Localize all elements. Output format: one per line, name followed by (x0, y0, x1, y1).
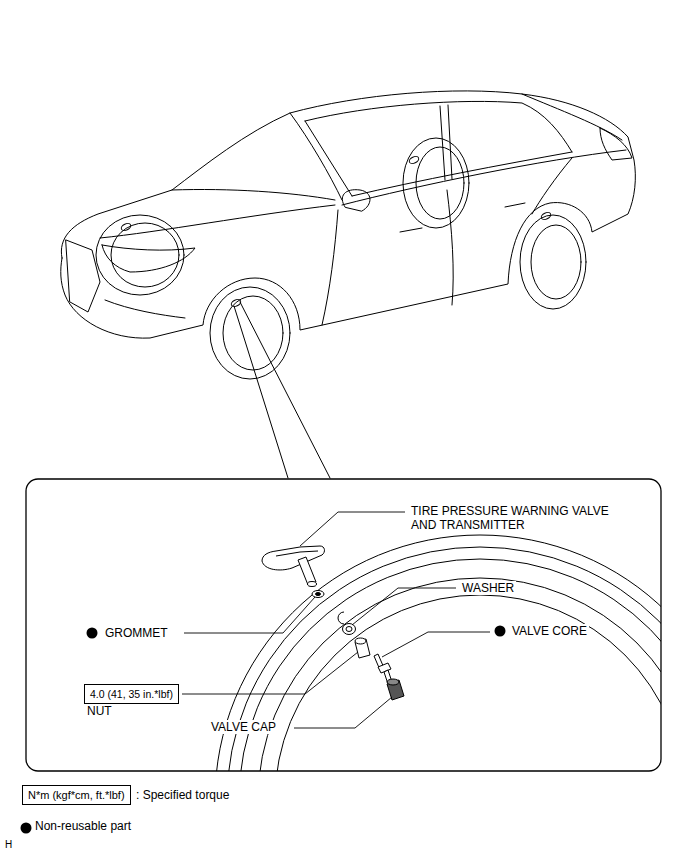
valve-parts-part (387, 680, 404, 700)
car-drawing-part (305, 101, 572, 152)
valve-parts-part (355, 638, 366, 644)
car-drawing-part (520, 215, 586, 309)
valve-parts-part (312, 591, 324, 598)
wheel-rim-part (258, 578, 661, 771)
boxed-text: N*m (kgf*cm, ft.*lbf) (22, 785, 131, 805)
car-drawing-part (403, 138, 469, 228)
car-drawing-part (66, 240, 100, 312)
car-drawing-part (105, 300, 185, 318)
car-drawing-part (120, 222, 132, 232)
leader-lines-part (352, 588, 456, 625)
car-drawing (61, 91, 636, 478)
part-name: GROMMET (103, 626, 170, 640)
car-drawing-part (600, 128, 632, 160)
valve-parts-part (346, 627, 352, 632)
car-drawing-part (505, 203, 525, 207)
valve-parts-part (355, 639, 370, 658)
car-drawing-part (111, 223, 179, 287)
non-reusable-dots-part (87, 628, 98, 639)
wheel-rim-part (338, 612, 344, 624)
car-drawing-part (540, 211, 552, 221)
car-drawing-part (102, 245, 195, 272)
leader-lines-part (382, 632, 490, 657)
leader-lines-part (294, 697, 392, 728)
torque-legend-box: N*m (kgf*cm, ft.*lbf) (22, 785, 131, 805)
wheel-rim-part (239, 559, 661, 771)
car-drawing-part (532, 158, 572, 214)
boxed-text: 4.0 (41, 35 in.*lbf) (84, 684, 179, 704)
legend-text: : Specified torque (136, 788, 229, 802)
torque-spec: 4.0 (41, 35 in.*lbf)NUT (84, 684, 179, 718)
car-drawing-part (305, 121, 352, 196)
wheel-rim-part (275, 595, 661, 771)
car-drawing-part (400, 228, 422, 232)
valve-parts-part (276, 551, 318, 556)
wheel-rim-part (215, 535, 661, 771)
valve-parts-part (308, 582, 317, 587)
car-drawing-part (522, 94, 622, 140)
part-name: NUT (84, 704, 179, 718)
car-drawing-part (342, 150, 626, 205)
car-drawing-part (408, 155, 420, 165)
non-reusable-dots (21, 626, 506, 834)
valve-parts (262, 546, 404, 700)
car-drawing-part (210, 287, 290, 379)
part-name: VALVE CORE (510, 624, 589, 638)
valve-parts-part (298, 557, 316, 585)
car-drawing-part (342, 190, 370, 211)
car-drawing-part (416, 147, 464, 219)
car-drawing-part (440, 106, 445, 180)
valve-parts-part (387, 679, 399, 685)
car-drawing-part (290, 113, 342, 200)
part-name: WASHER (460, 581, 516, 595)
car-drawing-part (447, 190, 453, 305)
car-drawing-part (100, 205, 335, 238)
car-drawing-part (96, 215, 184, 295)
figure-code: H (3, 838, 14, 852)
car-drawing-part (352, 152, 572, 196)
leader-lines-part (182, 652, 358, 694)
legend-text: Non-reusable part (35, 819, 131, 833)
valve-parts-part (343, 624, 356, 635)
car-drawing-part (531, 225, 581, 299)
valve-parts-part (262, 546, 324, 570)
valve-parts-part (316, 593, 321, 596)
non-reusable-dots-part (495, 626, 506, 637)
leader-lines (182, 512, 490, 728)
car-drawing-part (172, 189, 335, 200)
part-name: VALVE CAP (209, 720, 278, 734)
wheel-rim (215, 535, 661, 771)
leader-lines-part (184, 597, 315, 633)
car-drawing-part (223, 296, 283, 370)
car-drawing-part (322, 210, 338, 325)
part-name: TIRE PRESSURE WARNING VALVE AND TRANSMIT… (409, 504, 627, 532)
car-drawing-part (240, 302, 330, 478)
wheel-rim-part (227, 547, 661, 771)
car-drawing-part (234, 306, 288, 478)
car-drawing-part (61, 91, 636, 338)
non-reusable-dots-part (21, 823, 32, 834)
leader-lines-part (300, 512, 405, 546)
